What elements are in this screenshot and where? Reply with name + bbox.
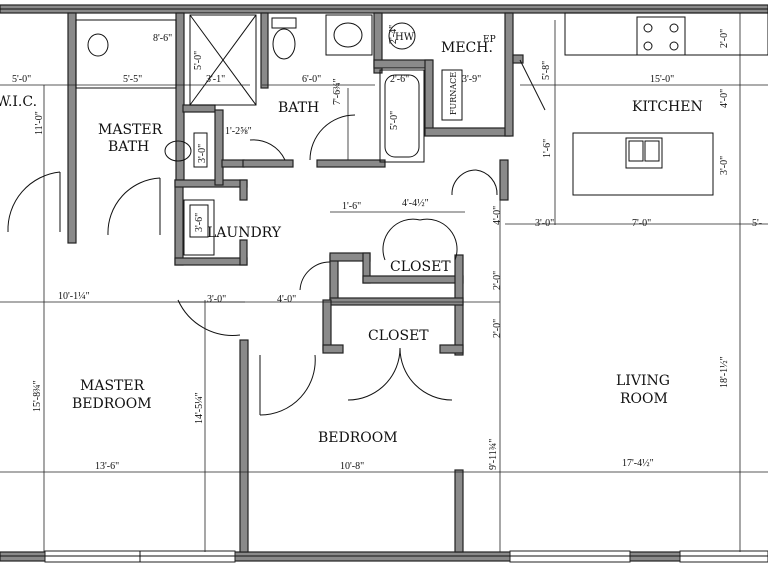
dim-label: 3'-0": [535, 218, 554, 229]
bathtub-icon: [379, 69, 425, 163]
dim-label: 9'-11¾": [488, 439, 499, 470]
room-label-master-bedroom: MASTER: [80, 378, 145, 394]
dim-label: 11'-0": [34, 111, 45, 135]
furnace-label: FURNACE: [449, 72, 458, 115]
kitchen-island: [572, 132, 714, 196]
dim-label: 2'-4": [388, 25, 399, 44]
dim-label: 3'-0": [207, 294, 226, 305]
toilet-icon: [272, 28, 296, 60]
room-label-bedroom: BEDROOM: [318, 430, 398, 446]
toilet-icon: [164, 140, 192, 162]
dim-label: 5'-0": [193, 51, 204, 70]
fixtures: [75, 12, 768, 256]
room-label-master-bedroom-2: BEDROOM: [72, 396, 152, 412]
dim-label: 7'-0": [632, 218, 651, 229]
dimension-labels: 8'-6" 5'-0" 5'-0" 5'-5" 3'-1" 6'-0" 7'-6…: [12, 25, 762, 472]
dim-label: 5'-8": [541, 61, 552, 80]
room-labels: W.I.C. MASTER BATH BATH MECH. KITCHEN LA…: [0, 32, 703, 446]
dim-label: 1'-6": [542, 139, 553, 158]
dim-label: 8'-6": [153, 33, 172, 44]
dim-label: 5'-5": [123, 74, 142, 85]
dim-label: 15'-0": [650, 74, 674, 85]
dim-label: 5'-0": [12, 74, 31, 85]
dim-label: 5'-0": [389, 111, 400, 130]
dim-label: 5'-: [752, 218, 762, 229]
room-label-closet-upper: CLOSET: [390, 259, 451, 275]
washer-icon: [183, 199, 215, 256]
dim-label: 4'-4½": [402, 198, 429, 209]
room-label-living: LIVING: [616, 373, 670, 389]
interior-walls: [67, 12, 524, 553]
panel-label: EP: [483, 35, 496, 45]
dim-label: 10'-8": [340, 461, 364, 472]
room-label-bath: BATH: [278, 100, 319, 116]
room-label-laundry: LAUNDRY: [207, 225, 282, 241]
room-label-master-bath: MASTER: [98, 122, 163, 138]
doors: [7, 59, 546, 416]
dimension-lines: [0, 13, 768, 552]
dim-label: 3'-1": [206, 74, 225, 85]
shower-icon: [189, 14, 257, 106]
dim-label: 2'-6": [390, 74, 409, 85]
sink-icon: [87, 33, 109, 57]
stove-icon: [636, 16, 686, 56]
dim-label: 3'-9": [462, 74, 481, 85]
dim-label: 3'-6": [194, 213, 205, 232]
room-label-master-bath-2: BATH: [108, 139, 149, 155]
furnace-icon: [441, 69, 463, 121]
sink-icon: [625, 137, 663, 169]
water-heater-label: HW: [395, 32, 415, 43]
exterior-walls: [0, 4, 768, 563]
dim-label: 18'-1½": [719, 356, 730, 388]
room-label-wic: W.I.C.: [0, 94, 37, 110]
dim-label: 2'-0": [719, 29, 730, 48]
dim-label: 4'-0": [492, 206, 503, 225]
room-label-closet-lower: CLOSET: [368, 328, 429, 344]
dim-label: 3'-0": [719, 156, 730, 175]
dim-label: 2'-0": [492, 271, 503, 290]
dim-label: 10'-1¼": [58, 291, 90, 302]
dim-label: 15'-8¾": [32, 380, 43, 412]
dim-label: 7'-6¾": [332, 78, 343, 105]
dim-label: 13'-6": [95, 461, 119, 472]
dim-label: 6'-0": [302, 74, 321, 85]
dim-label: 4'-0": [719, 89, 730, 108]
dim-label: 17'-4½": [622, 458, 654, 469]
dim-label: 3'-0": [197, 144, 208, 163]
room-label-living-2: ROOM: [620, 391, 668, 407]
dim-label: 4'-0": [277, 294, 296, 305]
room-label-kitchen: KITCHEN: [632, 99, 703, 115]
dim-label: 2'-0": [492, 319, 503, 338]
sink-icon: [333, 22, 363, 48]
room-label-mech: MECH.: [441, 40, 493, 56]
dim-label: 14'-5¼": [194, 392, 205, 424]
dim-label: 1'-6": [342, 201, 361, 212]
dim-label: 1'-2⅝": [225, 126, 252, 137]
water-heater-icon: [388, 22, 416, 50]
